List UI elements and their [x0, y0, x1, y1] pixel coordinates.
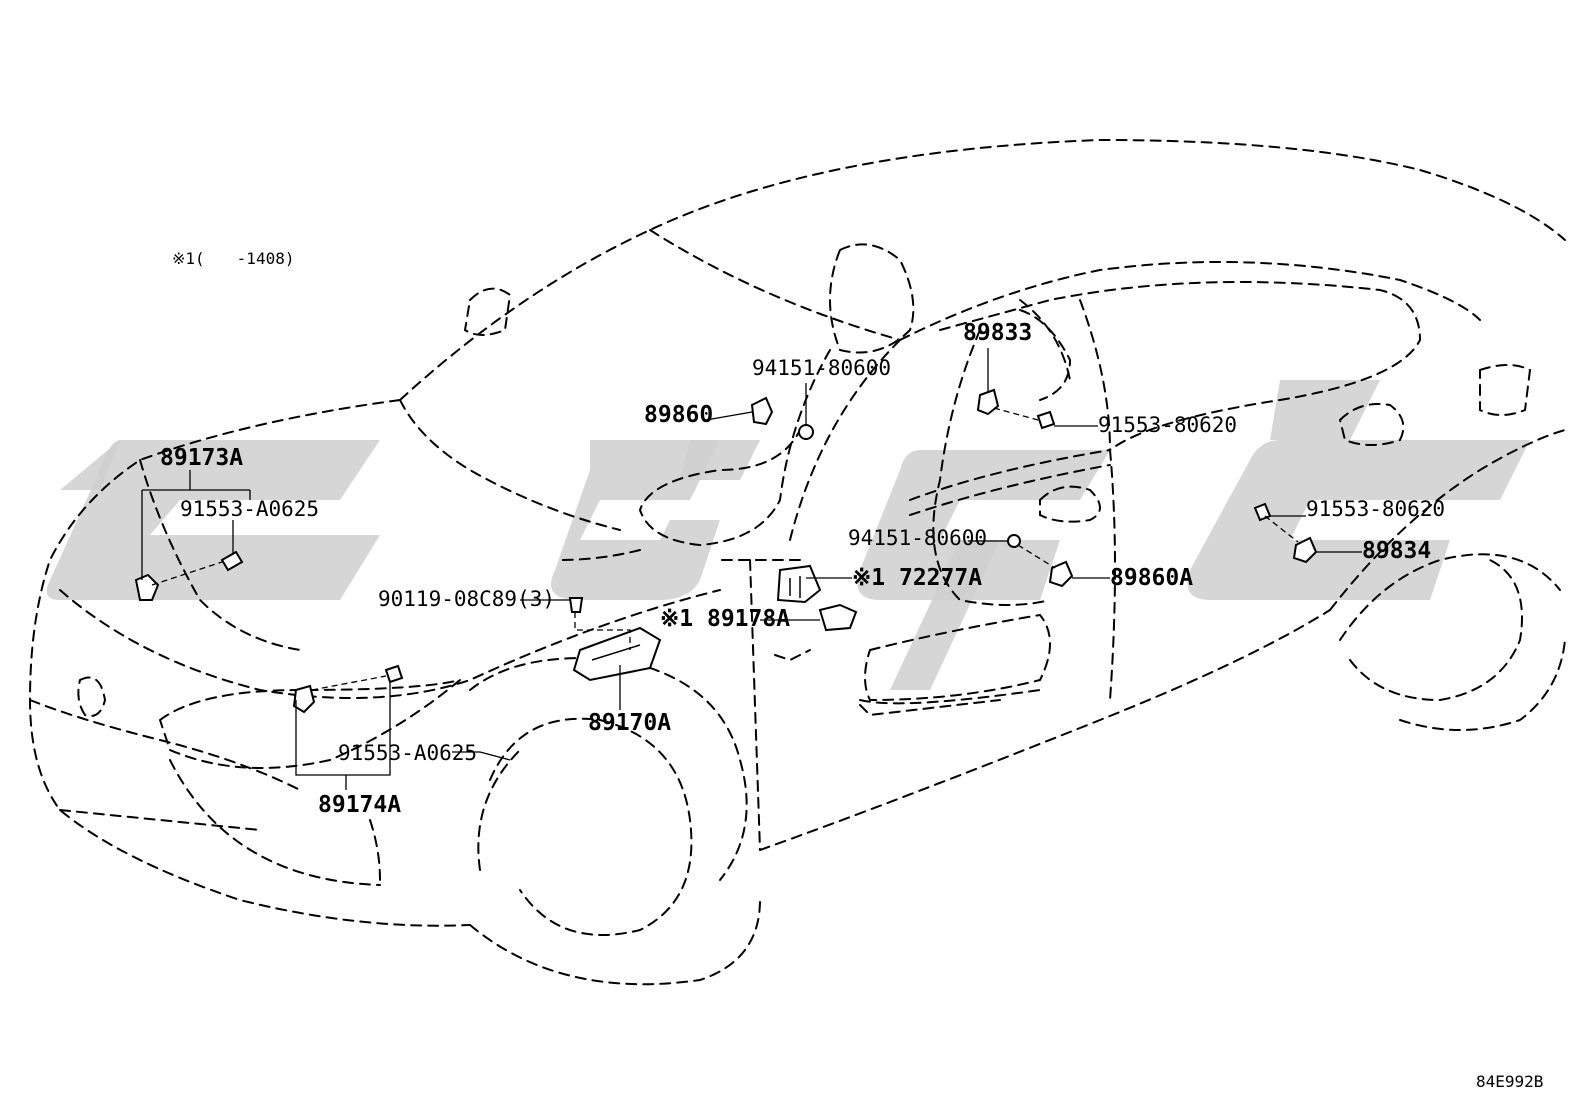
sensor-89833[interactable] — [976, 388, 1000, 416]
label-72277A[interactable]: ※1 72277A — [852, 565, 982, 591]
sensor-89178A[interactable] — [818, 603, 858, 632]
label-89178A[interactable]: ※1 89178A — [660, 606, 790, 632]
sensor-89173A[interactable] — [134, 573, 160, 601]
label-89173A[interactable]: 89173A — [160, 445, 243, 471]
label-89860[interactable]: 89860 — [644, 402, 713, 428]
bolt-icon[interactable] — [384, 664, 404, 684]
ecu-module-icon[interactable] — [776, 564, 822, 604]
label-89170A[interactable]: 89170A — [588, 710, 671, 736]
logo-watermark — [46, 380, 1530, 690]
label-90119-08C89[interactable]: 90119-08C89(3) — [378, 587, 555, 611]
bolt-icon[interactable] — [568, 597, 584, 613]
note-text: ※1( -1408) — [172, 249, 294, 268]
label-91553-A0625-low[interactable]: 91553-A0625 — [338, 741, 477, 765]
ecu-module-icon[interactable] — [572, 626, 662, 682]
label-91553-A0625-top[interactable]: 91553-A0625 — [180, 497, 319, 521]
label-91553-80620-mid[interactable]: 91553-80620 — [1098, 413, 1237, 437]
label-94151-80600-mid[interactable]: 94151-80600 — [848, 526, 987, 550]
label-94151-80600-top[interactable]: 94151-80600 — [752, 356, 891, 380]
label-89834[interactable]: 89834 — [1362, 538, 1431, 564]
label-89860A[interactable]: 89860A — [1110, 565, 1193, 591]
sensor-89860A[interactable] — [1048, 560, 1074, 588]
bolt-icon[interactable] — [1036, 410, 1056, 430]
sensor-89860[interactable] — [750, 396, 774, 426]
diagram-code: 84E992B — [1476, 1072, 1543, 1091]
nut-icon[interactable] — [798, 424, 814, 440]
leader-lines — [141, 348, 1362, 790]
label-91553-80620-right[interactable]: 91553-80620 — [1306, 497, 1445, 521]
bolt-icon[interactable] — [220, 550, 244, 572]
sensor-89834[interactable] — [1292, 536, 1318, 564]
car-outline — [28, 138, 1566, 986]
sensor-89174A[interactable] — [292, 684, 316, 714]
label-89833[interactable]: 89833 — [963, 320, 1032, 346]
label-89174A[interactable]: 89174A — [318, 792, 401, 818]
